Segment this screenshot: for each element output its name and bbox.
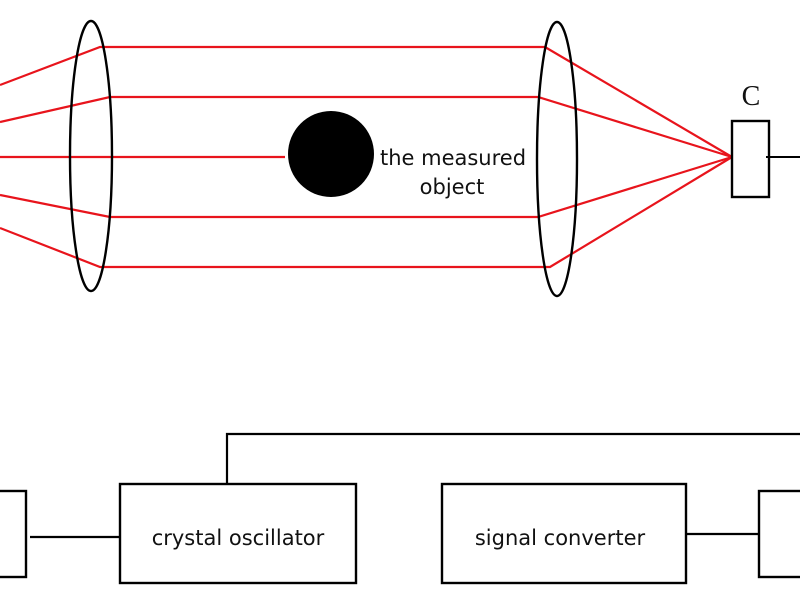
object-label-line1: the measured bbox=[380, 146, 526, 170]
oscillator-top-connection bbox=[225, 432, 800, 484]
ray-5 bbox=[0, 156, 733, 269]
light-rays bbox=[0, 45, 733, 269]
signal-converter-label: signal converter bbox=[475, 526, 646, 550]
measured-object bbox=[288, 111, 374, 197]
detector-label: C bbox=[742, 81, 761, 112]
ray-1 bbox=[0, 45, 733, 158]
right-partial-block bbox=[757, 489, 800, 579]
crystal-oscillator-box bbox=[118, 482, 358, 585]
right-lens bbox=[535, 20, 579, 298]
left-lens bbox=[68, 19, 114, 293]
ray-4 bbox=[0, 155, 733, 219]
detector-c-box bbox=[730, 119, 771, 199]
crystal-oscillator-label: crystal oscillator bbox=[152, 526, 325, 550]
ray-2 bbox=[0, 95, 733, 159]
signal-converter-block: signal converter bbox=[440, 482, 688, 585]
signal-converter-box bbox=[440, 482, 688, 585]
left-partial-block bbox=[0, 489, 28, 579]
crystal-oscillator-block: crystal oscillator bbox=[118, 482, 358, 585]
object-label-line2: object bbox=[420, 175, 485, 199]
